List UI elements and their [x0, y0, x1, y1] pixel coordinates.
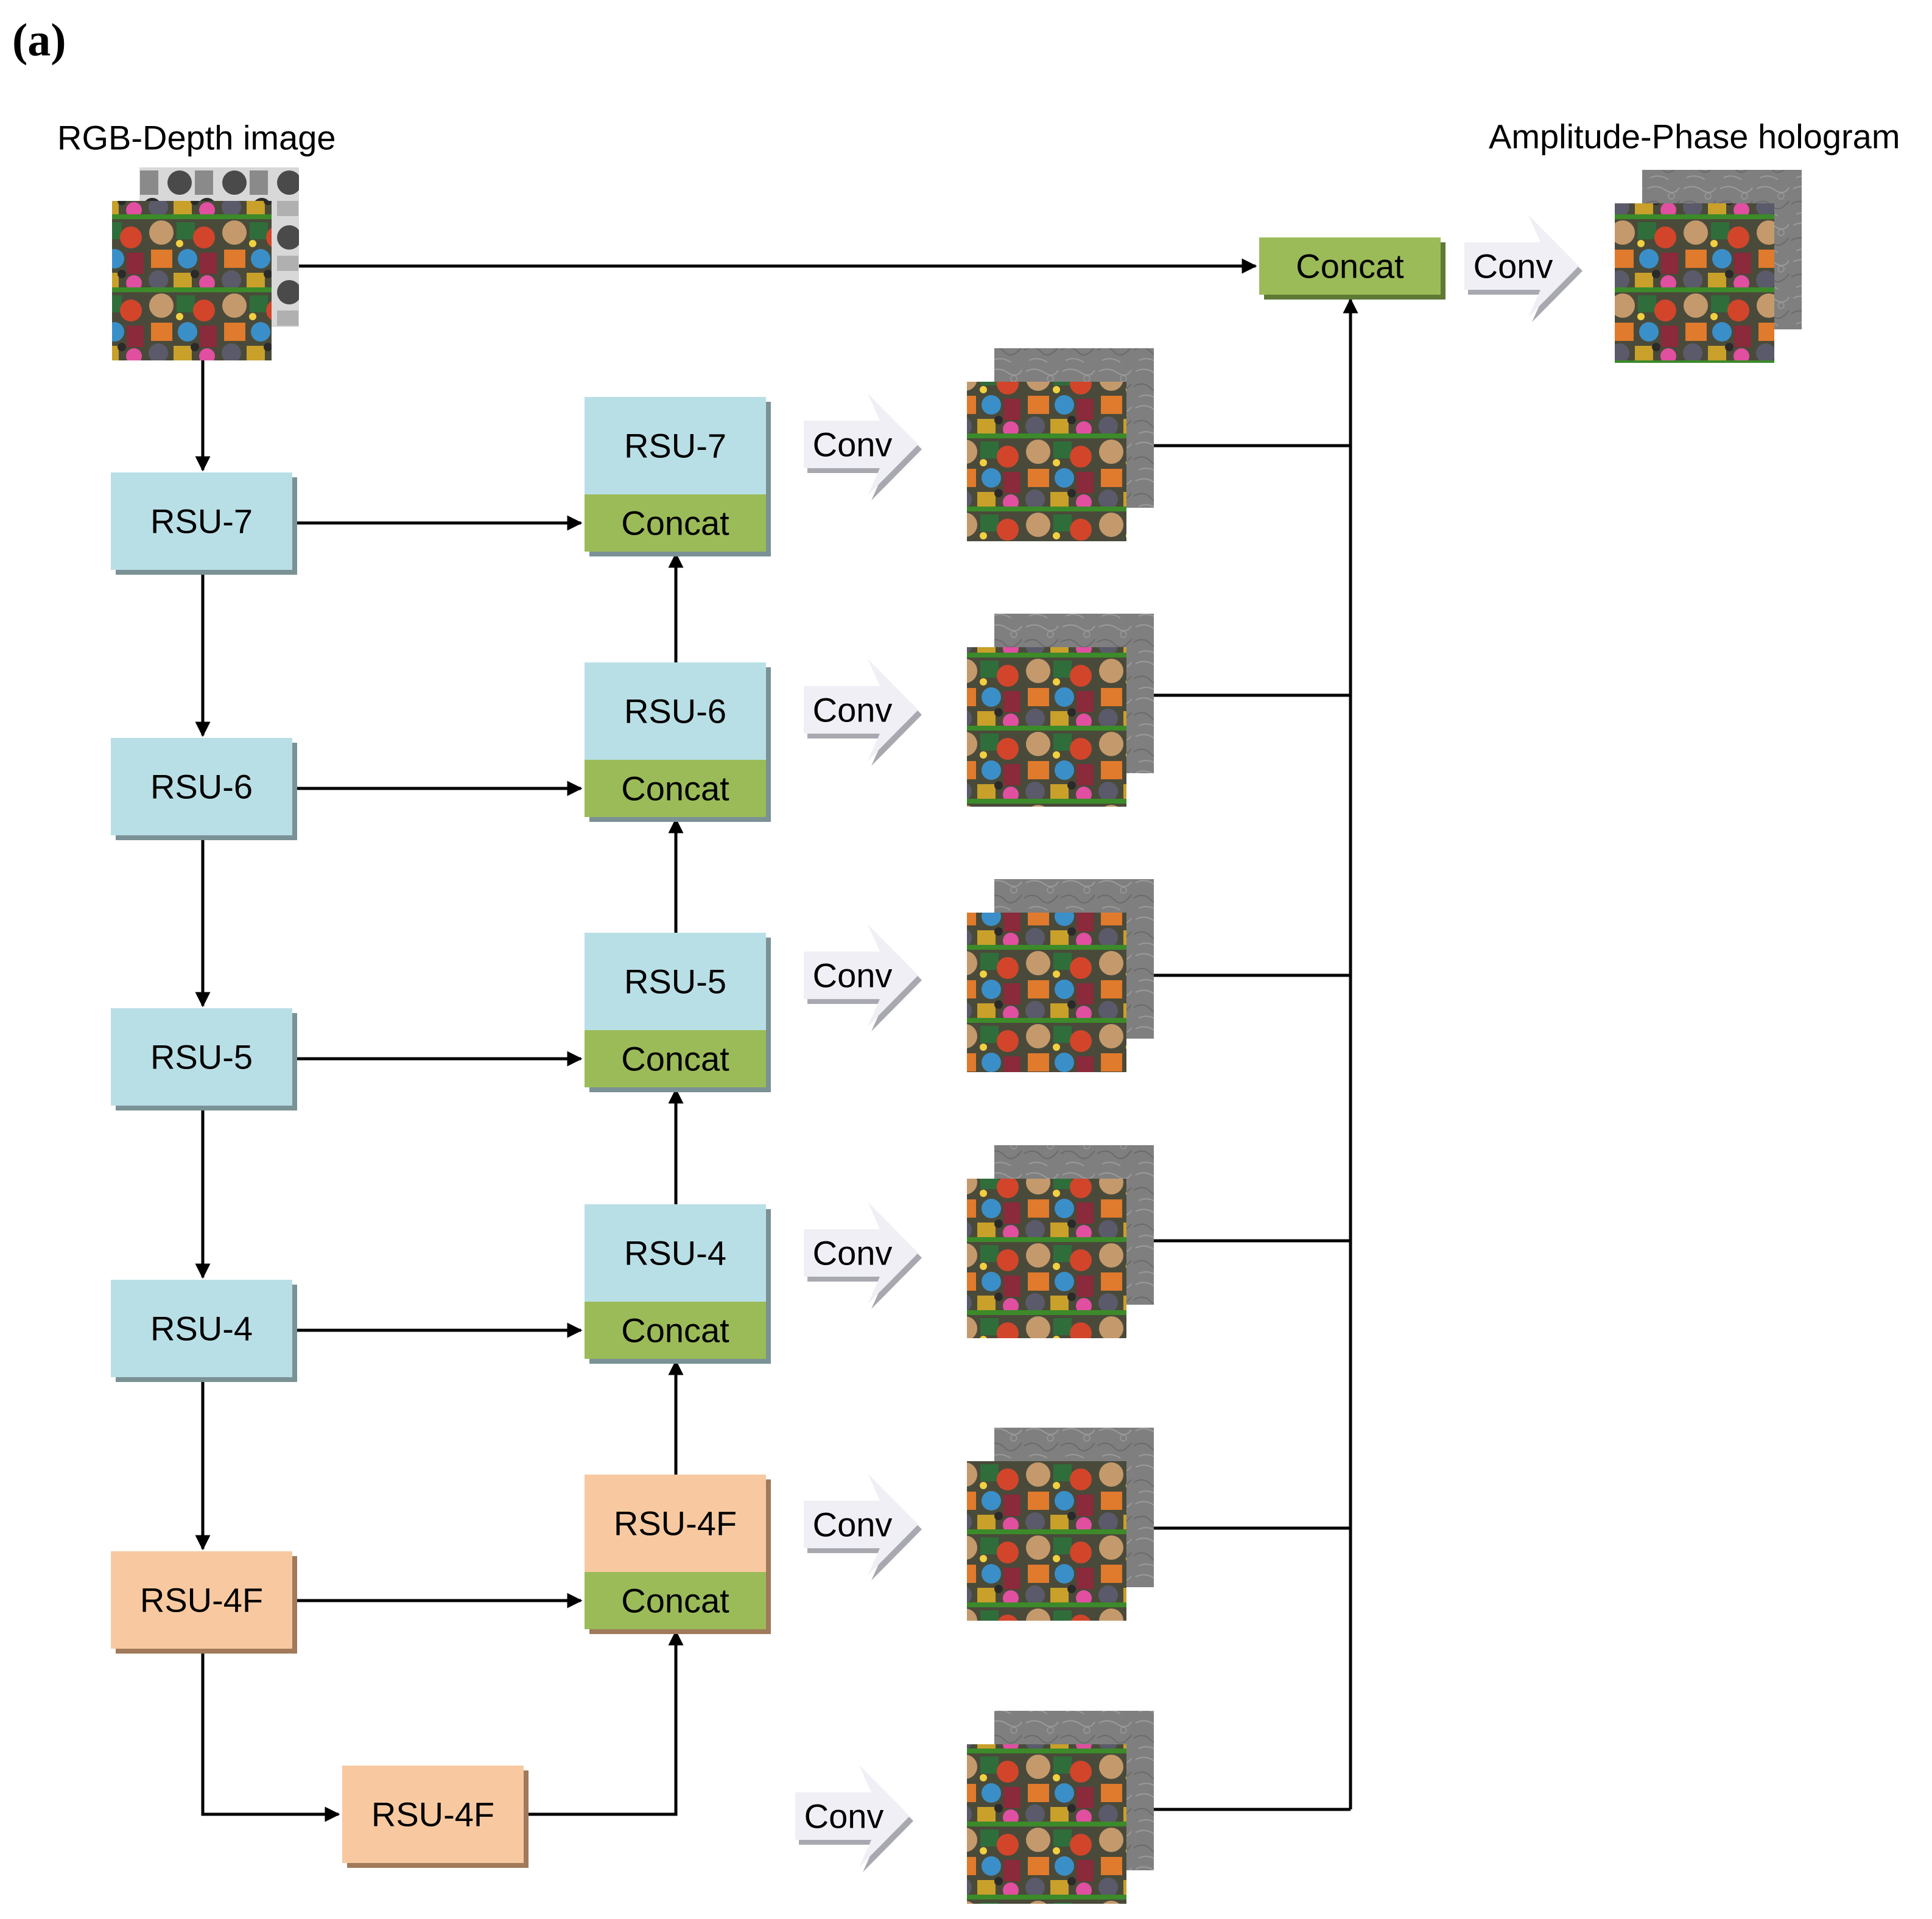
conv-arrow-6 — [795, 1765, 913, 1872]
encoder-label-4: RSU-4 — [150, 1310, 253, 1348]
bottleneck-block — [342, 1766, 529, 1868]
encoder-label-2: RSU-6 — [150, 768, 253, 806]
decoder-concat-label-5: Concat — [621, 1582, 729, 1620]
output-hologram-image — [1615, 170, 1802, 363]
decoder-block-4 — [585, 1204, 766, 1359]
conv-label-2: Conv — [813, 691, 893, 729]
decoder-block-2 — [585, 662, 766, 817]
final-conv-label: Conv — [1474, 247, 1553, 286]
output-hologram-label: Amplitude-Phase hologram — [1489, 118, 1900, 156]
encoder-block-rsu-4 — [111, 1280, 297, 1382]
decoder-block-5 — [585, 1475, 766, 1629]
final-concat-label: Concat — [1296, 247, 1404, 286]
encoder-label-1: RSU-7 — [150, 502, 253, 541]
decoder-concat-label-2: Concat — [621, 770, 729, 808]
side-output-image-4 — [967, 1145, 1154, 1338]
side-output-image-3 — [967, 879, 1154, 1072]
encoder-to-bottleneck-arrow — [201, 1649, 340, 1822]
decoder-concat-label-1: Concat — [621, 504, 729, 542]
decoder-label-1: RSU-7 — [624, 427, 726, 465]
encoder-block-rsu-6 — [111, 738, 297, 840]
conv-arrow-5 — [804, 1473, 922, 1580]
conv-label-6: Conv — [804, 1797, 884, 1836]
side-output-image-2 — [967, 614, 1154, 807]
network-blocks — [111, 215, 1582, 1872]
encoder-block-rsu-4f — [111, 1551, 297, 1654]
text-labels: RSU-7RSU-6RSU-5RSU-4RSU-4FRSU-4FRSU-7Con… — [12, 15, 1900, 1836]
encoder-block-rsu-7 — [111, 472, 297, 575]
conv-label-5: Conv — [813, 1506, 893, 1544]
side-output-image-5 — [967, 1428, 1154, 1621]
decoder-label-2: RSU-6 — [624, 692, 726, 731]
panel-label: (a) — [12, 15, 66, 66]
input-rgb-depth-image — [112, 167, 299, 360]
decoder-concat-label-3: Concat — [621, 1040, 729, 1078]
image-thumbnails — [112, 167, 1802, 1904]
conv-label-3: Conv — [813, 956, 893, 995]
side-output-image-6 — [967, 1711, 1154, 1904]
decoder-label-4: RSU-4 — [624, 1234, 726, 1272]
connection-lines — [195, 258, 1358, 1822]
side-output-image-1 — [967, 348, 1154, 541]
conv-label-4: Conv — [813, 1234, 893, 1272]
final-conv-arrow — [1464, 215, 1582, 322]
encoder-block-rsu-5 — [111, 1008, 297, 1110]
decoder-block-3 — [585, 933, 766, 1087]
decoder-label-3: RSU-5 — [624, 963, 726, 1001]
encoder-label-3: RSU-5 — [150, 1038, 253, 1076]
bottleneck-label: RSU-4F — [371, 1795, 494, 1834]
decoder-block-1 — [585, 397, 766, 552]
conv-arrow-2 — [804, 659, 922, 766]
decoder-label-5: RSU-4F — [614, 1504, 737, 1543]
conv-arrow-3 — [804, 924, 922, 1031]
input-image-label: RGB-Depth image — [57, 119, 336, 157]
bottleneck-to-decoder-arrow — [524, 1630, 684, 1816]
final-concat-block — [1259, 237, 1445, 300]
conv-label-1: Conv — [813, 426, 893, 464]
decoder-concat-label-4: Concat — [621, 1311, 729, 1350]
conv-arrow-1 — [804, 393, 922, 500]
conv-arrow-4 — [804, 1202, 922, 1309]
encoder-label-5: RSU-4F — [140, 1581, 263, 1619]
